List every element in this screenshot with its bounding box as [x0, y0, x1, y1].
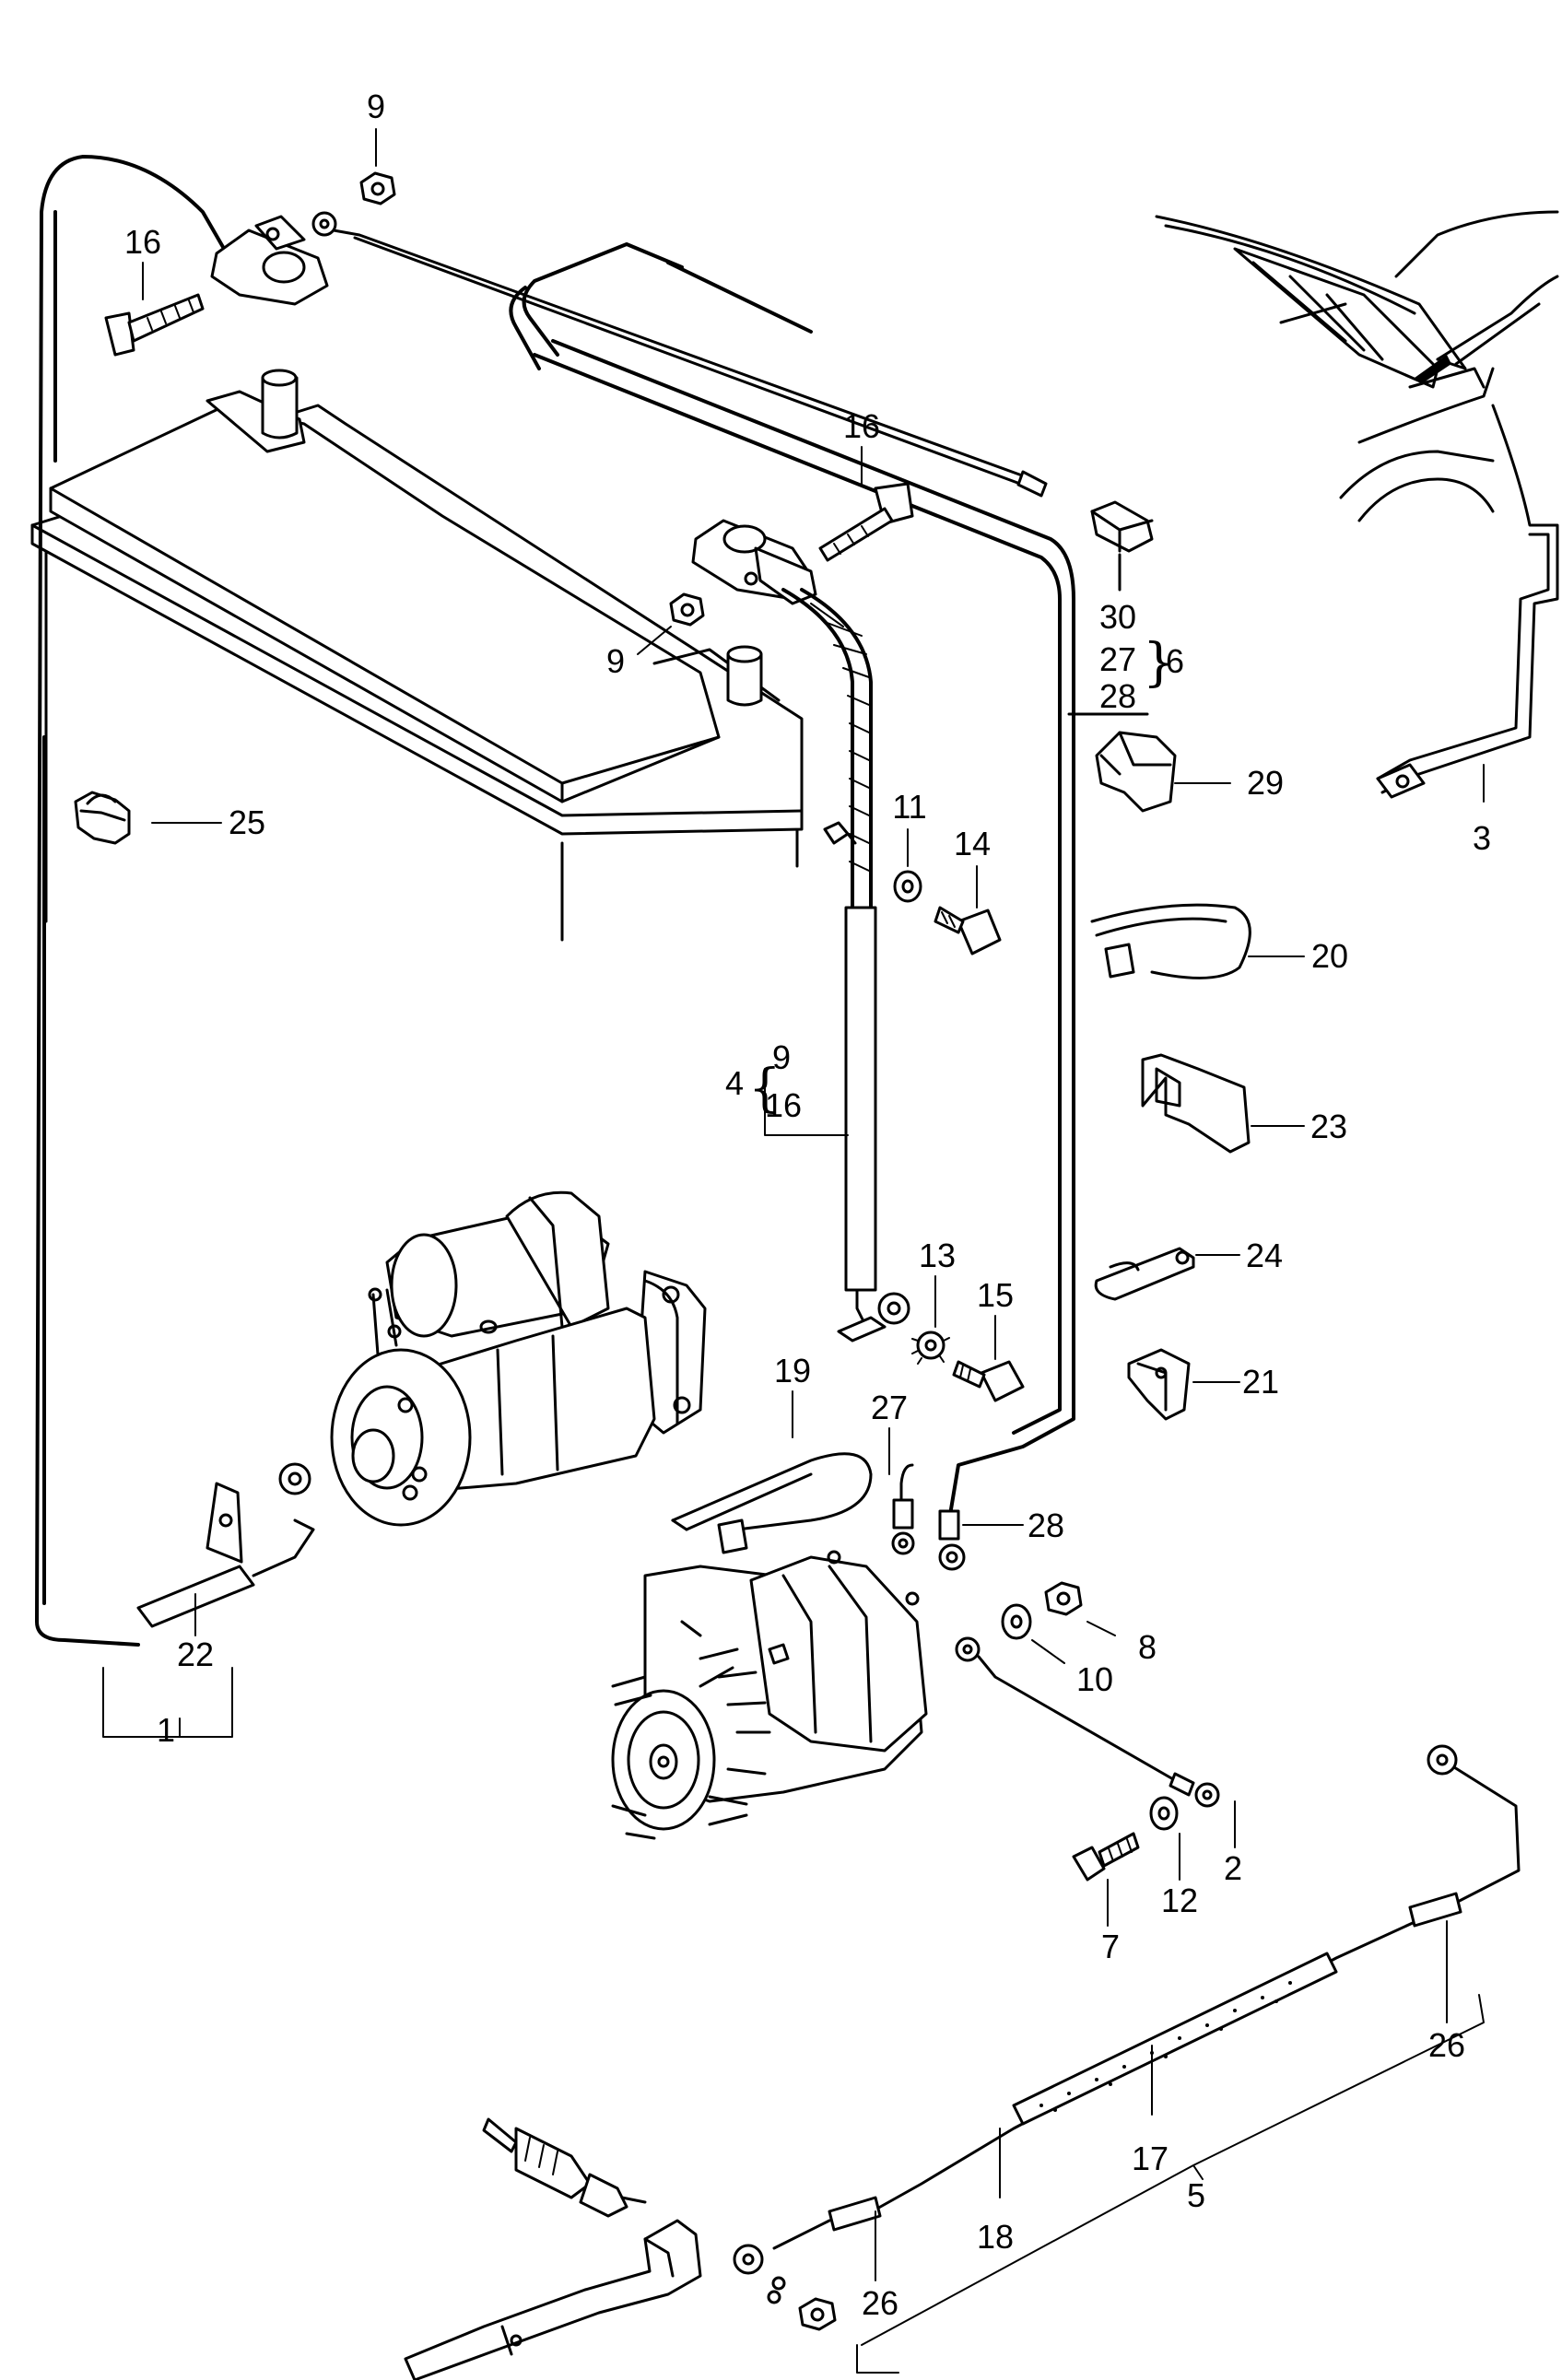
washer-10 [1001, 1603, 1032, 1640]
car-body-outline [1155, 210, 1559, 522]
callout-14: 14 [954, 825, 991, 862]
washer-11 [893, 870, 922, 903]
lock-washer-13 [911, 1331, 950, 1365]
glow-plug [482, 2117, 647, 2218]
callout-23: 23 [1310, 1108, 1347, 1145]
brace-6: } [1143, 633, 1176, 693]
callout-25: 25 [229, 803, 265, 841]
clip-21 [1127, 1348, 1191, 1421]
ground-strap-3 [1376, 404, 1559, 799]
callout-18: 18 [977, 2218, 1014, 2256]
battery-cable-4 [781, 588, 910, 1342]
callout-5: 5 [1187, 2176, 1205, 2214]
glow-plug-bracket [404, 2219, 702, 2380]
bracket-23 [1141, 1053, 1251, 1154]
callout-1: 1 [157, 1711, 175, 1749]
washer-12 [1149, 1796, 1179, 1831]
cable-tie-19 [671, 1452, 873, 1554]
clip-25 [74, 791, 131, 845]
clip-24 [1094, 1247, 1195, 1301]
callout-19: 19 [774, 1352, 811, 1389]
callout-22: 22 [177, 1636, 214, 1673]
callout-21: 21 [1242, 1363, 1279, 1401]
brace-4: { [748, 1059, 781, 1119]
nut-9-top [359, 171, 396, 205]
callout-9-center: 9 [606, 642, 625, 680]
alternator [611, 1550, 928, 1840]
nut-9-center [669, 592, 705, 627]
callout-20: 20 [1311, 937, 1348, 975]
clip-29 [1095, 731, 1177, 813]
callout-9-group: 9 [772, 1038, 791, 1076]
callout-9-top: 9 [367, 88, 385, 125]
leader-lines [102, 128, 1485, 2374]
callout-27-group: 27 [1099, 640, 1136, 678]
callout-2: 2 [1224, 1849, 1242, 1887]
callout-15: 15 [977, 1276, 1014, 1314]
cable-end-27 [891, 1463, 915, 1555]
callout-16-center: 16 [843, 407, 880, 445]
wire-2 [955, 1636, 1220, 1808]
callout-28-group: 28 [1099, 677, 1136, 715]
battery [30, 369, 804, 942]
cable-to-connector-6 [311, 211, 1154, 553]
callout-30: 30 [1099, 598, 1136, 636]
callout-26-bottom: 26 [862, 2284, 898, 2322]
callout-bracket-6 [1067, 553, 1149, 716]
callout-6: 6 [1166, 642, 1184, 680]
callout-labels: 9 16 16 9 25 30 27 28 } 6 29 3 11 14 20 … [124, 88, 1491, 2322]
callout-12: 12 [1161, 1882, 1198, 1919]
glow-plug-cable-5 [733, 1744, 1521, 2331]
cable-tie-20 [1090, 903, 1251, 979]
callout-3: 3 [1473, 819, 1491, 857]
callout-16-top: 16 [124, 223, 161, 261]
bolt-16-top [104, 293, 205, 357]
callout-7: 7 [1101, 1928, 1120, 1965]
callout-10: 10 [1076, 1660, 1113, 1698]
callout-27: 27 [871, 1389, 908, 1426]
callout-28: 28 [1028, 1507, 1064, 1544]
callout-24: 24 [1246, 1237, 1283, 1274]
nut-8 [1044, 1581, 1083, 1616]
screw-14 [934, 906, 1002, 956]
callout-16-group: 16 [765, 1086, 802, 1124]
arrow-marker [1415, 355, 1451, 382]
bolt-16-center [818, 482, 914, 562]
cable-end-28 [938, 1509, 966, 1571]
callout-11: 11 [892, 788, 926, 826]
callout-29: 29 [1247, 764, 1284, 802]
callout-26-top: 26 [1428, 2026, 1465, 2064]
battery-terminal-clamp-left [210, 215, 329, 306]
callout-17: 17 [1132, 2140, 1169, 2177]
screw-15 [952, 1360, 1025, 1402]
callout-8: 8 [1138, 1628, 1157, 1666]
battery-terminal-clamp-center [691, 519, 817, 605]
positive-cable [509, 242, 1075, 1522]
callout-13: 13 [919, 1237, 956, 1274]
starter-motor [330, 1190, 707, 1527]
bolt-7 [1072, 1832, 1140, 1882]
callout-4: 4 [725, 1064, 744, 1102]
